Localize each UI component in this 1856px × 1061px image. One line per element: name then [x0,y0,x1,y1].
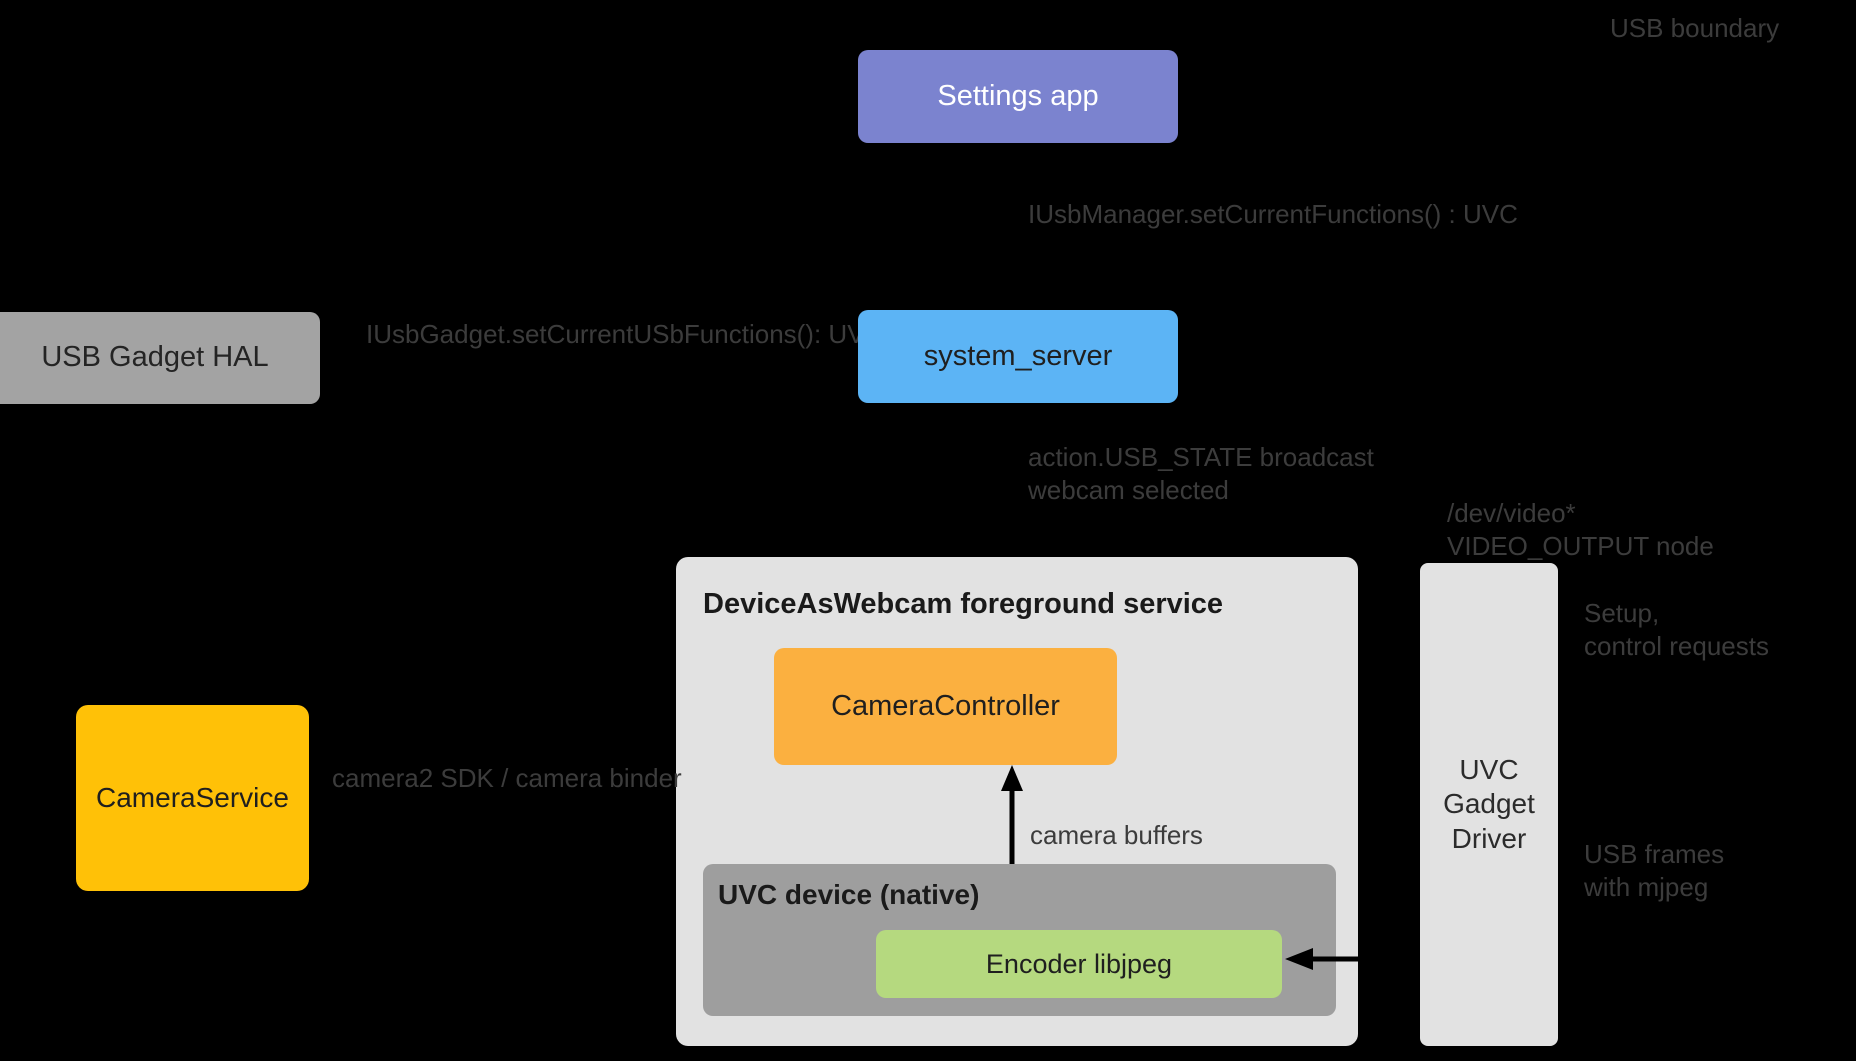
node-usb-gadget-hal[interactable]: USB Gadget HAL [0,312,320,404]
panel-title-uvc-device: UVC device (native) [718,879,980,910]
label-usb-state-broadcast: action.USB_STATE broadcast webcam select… [1028,442,1374,506]
label-iusbgadget-setcurrentusbfunctions: IUsbGadget.setCurrentUSbFunctions(): UVC [366,319,884,349]
node-uvc-gadget-driver[interactable]: UVC Gadget Driver [1420,563,1558,1046]
label-iusbmanager-setcurrentfunctions: IUsbManager.setCurrentFunctions() : UVC [1028,199,1518,229]
label-usb-boundary: USB boundary [1610,13,1780,43]
node-camera-service[interactable]: CameraService [76,705,309,891]
node-system-server[interactable]: system_server [858,310,1178,403]
label-usb-frames-mjpeg: USB frames with mjpeg [1584,839,1725,903]
label-camera-buffers: camera buffers [1030,820,1203,850]
arrow-usb-frames-to-encoder [1285,948,1423,970]
label-dev-video-node: /dev/video* VIDEO_OUTPUT node [1447,498,1714,562]
node-camera-controller[interactable]: CameraController [774,648,1117,765]
label-setup-control-requests: Setup, control requests [1584,598,1769,662]
label-camera2-sdk-binder: camera2 SDK / camera binder [332,763,682,793]
node-encoder-libjpeg[interactable]: Encoder libjpeg [876,930,1282,998]
node-settings-app[interactable]: Settings app [858,50,1178,143]
panel-title-deviceaswebcam: DeviceAsWebcam foreground service [703,588,1224,620]
